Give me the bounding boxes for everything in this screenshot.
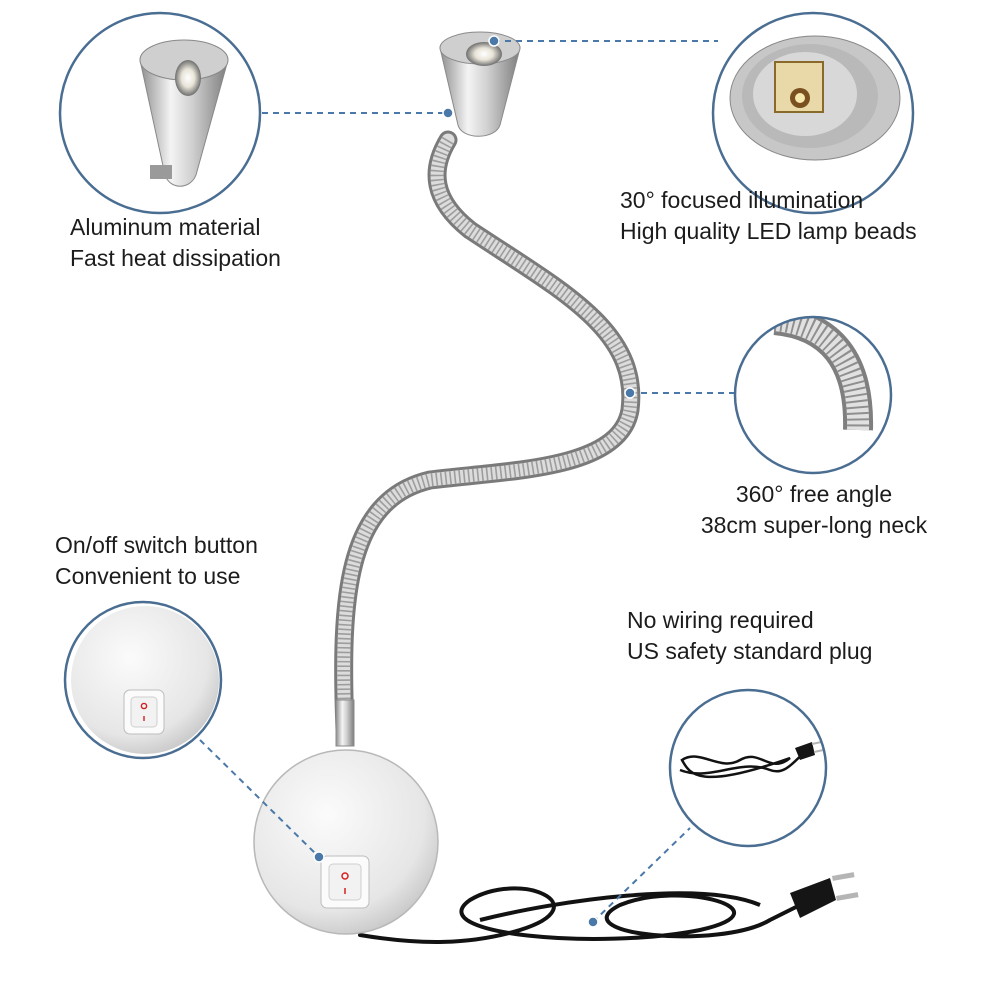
- neck-caption: 360° free angle 38cm super-long neck: [682, 479, 946, 541]
- plug-callout: [668, 688, 828, 848]
- leader-dots: [313, 35, 636, 928]
- neck-caption-line2: 38cm super-long neck: [700, 512, 928, 538]
- plug: [790, 872, 859, 918]
- illumination-caption-line2: High quality LED lamp beads: [620, 218, 917, 244]
- gooseneck-shadow: [334, 130, 641, 740]
- switch-callout: [63, 600, 223, 760]
- switch-caption: On/off switch button Convenient to use: [55, 530, 258, 592]
- power-cord: [358, 886, 802, 944]
- switch-caption-line2: Convenient to use: [55, 563, 241, 589]
- wall-base: [253, 749, 439, 935]
- lamp-head: [439, 31, 521, 137]
- illumination-caption: 30° focused illumination High quality LE…: [620, 185, 917, 247]
- plug-caption-line1: No wiring required: [627, 607, 814, 633]
- gooseneck-coils: [337, 136, 638, 731]
- illumination-caption-line1: 30° focused illumination: [620, 187, 864, 213]
- illumination-callout: [711, 11, 915, 215]
- plug-caption-line2: US safety standard plug: [627, 638, 873, 664]
- aluminum-caption-line2: Fast heat dissipation: [70, 245, 281, 271]
- neck-caption-line1: 360° free angle: [735, 481, 893, 507]
- aluminum-caption-line1: Aluminum material: [70, 214, 261, 240]
- aluminum-callout: [58, 11, 262, 215]
- plug-caption: No wiring required US safety standard pl…: [627, 605, 872, 667]
- gooseneck: [337, 133, 638, 737]
- leader-lines: [199, 40, 734, 923]
- switch-caption-line1: On/off switch button: [55, 532, 258, 558]
- neck-callout: [733, 315, 893, 475]
- aluminum-caption: Aluminum material Fast heat dissipation: [70, 212, 281, 274]
- neck-collar: [335, 699, 355, 747]
